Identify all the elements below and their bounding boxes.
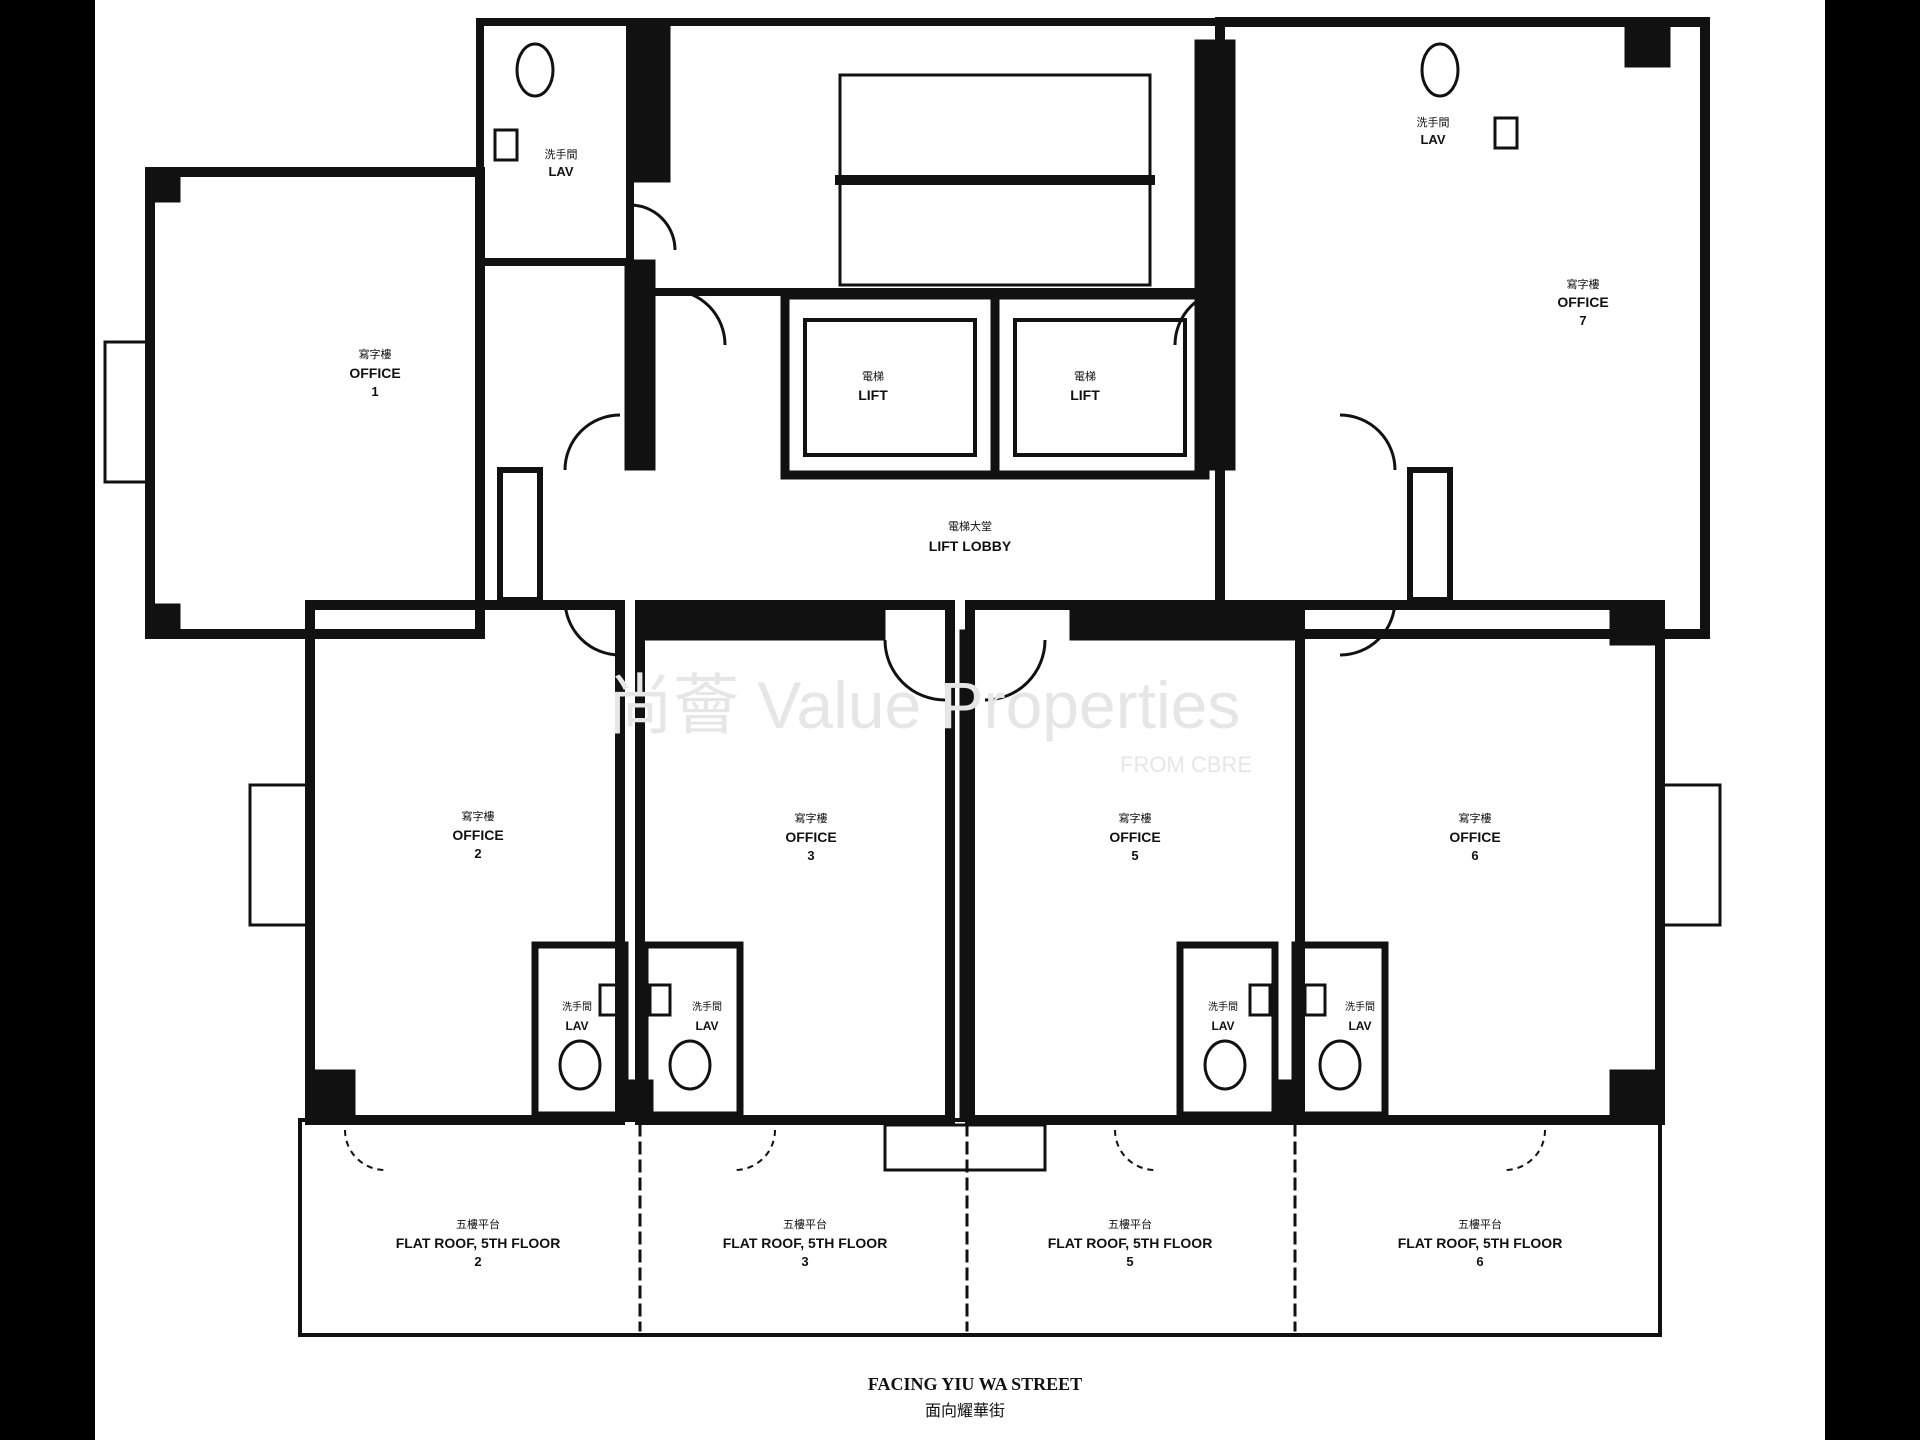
- lift-left-en: LIFT: [858, 387, 888, 403]
- roof-3-num: 3: [801, 1254, 808, 1269]
- lift-lobby-cn: 電梯大堂: [948, 519, 992, 533]
- office-6-cn: 寫字樓: [1459, 811, 1492, 825]
- roof-5-cn: 五樓平台: [1108, 1217, 1152, 1231]
- lav-2-cn: 洗手間: [562, 1000, 592, 1013]
- lift-right-cn: 電梯: [1074, 370, 1096, 383]
- lav-top-right-cn: 洗手間: [1417, 115, 1450, 129]
- lav-3-en: LAV: [695, 1019, 718, 1033]
- street-caption: FACING YIU WA STREET 面向耀華街: [868, 1374, 1082, 1420]
- office-1-cn: 寫字樓: [359, 347, 392, 361]
- door-swings: [563, 203, 1397, 702]
- lift-lobby-en: LIFT LOBBY: [929, 538, 1012, 554]
- office-5-cn: 寫字樓: [1119, 811, 1152, 825]
- lav-5-cn: 洗手間: [1208, 1000, 1238, 1013]
- walls: [103, 17, 1722, 1337]
- office-2-num: 2: [474, 846, 481, 861]
- lav-top-right-en: LAV: [1420, 132, 1445, 147]
- lav-2-en: LAV: [565, 1019, 588, 1033]
- lift-right-en: LIFT: [1070, 387, 1100, 403]
- roof-3-cn: 五樓平台: [783, 1217, 827, 1231]
- roof-3-en: FLAT ROOF, 5TH FLOOR: [723, 1235, 888, 1251]
- roof-door-swings: [344, 1129, 1546, 1171]
- roof-2-en: FLAT ROOF, 5TH FLOOR: [396, 1235, 561, 1251]
- street-name-cn: 面向耀華街: [925, 1401, 1005, 1420]
- office-1-num: 1: [371, 384, 378, 399]
- lav-5-en: LAV: [1211, 1019, 1234, 1033]
- roof-2-cn: 五樓平台: [456, 1217, 500, 1231]
- roof-6-en: FLAT ROOF, 5TH FLOOR: [1398, 1235, 1563, 1251]
- office-3-num: 3: [807, 848, 814, 863]
- floor-plan-sheet: 洗手間 LAV 洗手間 LAV 寫字樓 OFFICE 1 寫字樓 OFFICE …: [95, 0, 1825, 1440]
- floor-plan: 洗手間 LAV 洗手間 LAV 寫字樓 OFFICE 1 寫字樓 OFFICE …: [103, 17, 1722, 1420]
- lav-top-left-en: LAV: [548, 164, 573, 179]
- roof-6-num: 6: [1476, 1254, 1483, 1269]
- lift-left-cn: 電梯: [862, 370, 884, 383]
- office-7-en: OFFICE: [1557, 294, 1608, 310]
- office-2-cn: 寫字樓: [462, 809, 495, 823]
- roof-5-en: FLAT ROOF, 5TH FLOOR: [1048, 1235, 1213, 1251]
- basin-icons: [493, 116, 1519, 1017]
- toilet-icons: [515, 42, 1460, 1091]
- office-1-en: OFFICE: [349, 365, 400, 381]
- office-3-en: OFFICE: [785, 829, 836, 845]
- watermark-brand: 尚薈 Value Properties: [607, 668, 1240, 742]
- lav-6-en: LAV: [1348, 1019, 1371, 1033]
- office-2-en: OFFICE: [452, 827, 503, 843]
- roof-2-num: 2: [474, 1254, 481, 1269]
- office-6-num: 6: [1471, 848, 1478, 863]
- watermark-sub: FROM CBRE: [1120, 752, 1252, 777]
- roof-5-num: 5: [1126, 1254, 1133, 1269]
- lav-top-left-cn: 洗手間: [545, 147, 578, 161]
- room-labels: 洗手間 LAV 洗手間 LAV 寫字樓 OFFICE 1 寫字樓 OFFICE …: [349, 115, 1608, 1269]
- street-name-en: FACING YIU WA STREET: [868, 1374, 1082, 1394]
- office-5-en: OFFICE: [1109, 829, 1160, 845]
- office-6-en: OFFICE: [1449, 829, 1500, 845]
- office-7-num: 7: [1579, 313, 1586, 328]
- office-7-cn: 寫字樓: [1567, 277, 1600, 291]
- office-5-num: 5: [1131, 848, 1138, 863]
- lav-6-cn: 洗手間: [1345, 1000, 1375, 1013]
- watermark: 尚薈 Value Properties FROM CBRE: [607, 668, 1252, 777]
- roof-6-cn: 五樓平台: [1458, 1217, 1502, 1231]
- lav-3-cn: 洗手間: [692, 1000, 722, 1013]
- office-3-cn: 寫字樓: [795, 811, 828, 825]
